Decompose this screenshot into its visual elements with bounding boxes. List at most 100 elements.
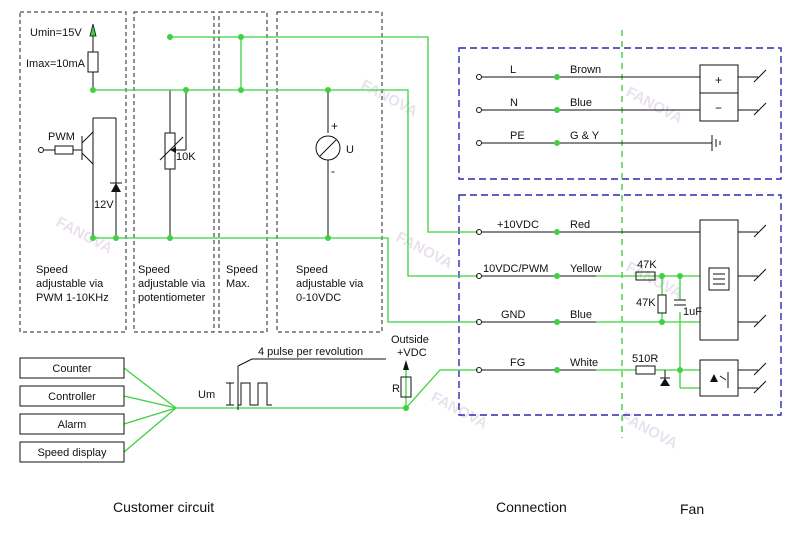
svg-text:adjustable via: adjustable via [296,278,364,290]
fan-label: Fan [680,501,704,517]
resistor-47k-a [635,271,656,281]
voltage-mode-box [276,11,383,333]
r47k-b-label: 47K [636,297,656,309]
zener-label: 12V [94,199,114,211]
base-resistor [54,145,74,155]
power-connection-box [458,47,782,180]
svg-text:adjustable via: adjustable via [36,278,104,290]
watermark: FANOVA [53,214,115,258]
cap-label: 1uF [683,306,702,318]
resistor-47k-b [657,294,667,314]
meter-u-label: U [346,144,354,156]
pwm-input-terminal [38,147,44,153]
pin-fg: FG [510,357,525,369]
device-speed-display: Speed display [37,447,107,459]
supply-arrow-icon [403,360,409,370]
svg-text:0-10VDC: 0-10VDC [296,292,341,304]
color-yellow: Yellow [570,263,601,275]
pin-pe: PE [510,130,525,142]
minus-label: − [715,101,722,115]
opto-light [719,375,727,381]
potentiometer-mode-box [133,11,215,333]
transformer-icon [708,267,730,291]
transistor-collector [81,131,94,144]
color-brown: Brown [570,64,601,76]
pulse-waveform [226,358,386,410]
transistor-emitter [81,152,94,165]
zener-diode-icon [111,183,121,192]
pot-label: 10K [176,151,196,163]
pin-n: N [510,97,518,109]
um-label: Um [198,389,215,401]
optocoupler-icon [699,359,739,397]
svg-text:Speed: Speed [226,264,258,276]
potentiometer-wiper-arrow [159,136,184,161]
device-counter: Counter [52,363,91,375]
cut-mark [753,268,767,282]
mode3-caption: Speed Max. [226,264,258,290]
color-blue: Blue [570,97,592,109]
svg-text:PWM 1-10KHz: PWM 1-10KHz [36,292,109,304]
svg-text:potentiometer: potentiometer [138,292,206,304]
device-box [19,357,125,379]
cut-mark [753,69,767,83]
control-rows [476,229,700,373]
meter-plus-label: + [331,119,338,133]
umin-label: Umin=15V [30,27,82,39]
current-limit-resistor [87,51,99,73]
green-wiring [93,36,700,453]
plus-label: + [715,73,722,87]
diode-icon [660,378,670,386]
mode1-caption: Speed adjustable via PWM 1-10KHz [36,264,109,304]
device-alarm: Alarm [58,419,87,431]
svg-text:Speed: Speed [36,264,68,276]
vdc-label: +VDC [397,347,427,359]
control-connection-box [458,194,782,416]
watermark: FANOVA [358,77,420,121]
resistor-510r [635,365,656,375]
device-box [19,441,125,463]
r510-label: 510R [632,353,658,365]
pwm-mode-box [19,11,127,333]
cut-mark [753,362,767,376]
mode2-caption: Speed adjustable via potentiometer [138,264,206,304]
pullup-resistor [400,376,412,398]
color-blue-2: Blue [570,309,592,321]
device-controller: Controller [48,391,96,403]
device-list: Counter Controller Alarm Speed display [19,357,125,463]
svg-text:Max.: Max. [226,278,250,290]
color-white: White [570,357,598,369]
pin-gnd: GND [501,309,526,321]
opto-led [710,374,718,382]
svg-text:Speed: Speed [296,264,328,276]
customer-circuit-label: Customer circuit [113,499,214,515]
power-rows [476,74,712,146]
r-label: R [392,383,400,395]
outside-label: Outside [391,334,429,346]
junction-dots [90,34,683,411]
pwm-label: PWM [48,131,75,143]
pin-pwm: 10VDC/PWM [483,263,548,275]
watermark: FANOVA [623,84,685,128]
cut-mark [753,380,767,394]
supply-arrow-icon [89,23,97,37]
imax-label: Imax=10mA [26,58,86,70]
driver-block [699,219,739,341]
device-box [19,385,125,407]
mode4-caption: Speed adjustable via 0-10VDC [296,264,364,304]
meter-minus-label: - [331,164,335,178]
cut-mark [753,314,767,328]
wiper-arrow-icon [170,147,176,153]
cut-mark [753,224,767,238]
color-red: Red [570,219,590,231]
connection-label: Connection [496,499,567,515]
device-box [19,413,125,435]
svg-text:Speed: Speed [138,264,170,276]
pulse-label: 4 pulse per revolution [258,346,363,358]
cut-mark [753,102,767,116]
pin-l: L [510,64,516,76]
max-speed-box [218,11,268,333]
watermark: FANOVA [393,229,455,273]
svg-text:adjustable via: adjustable via [138,278,206,290]
pin-10vdc: +10VDC [497,219,539,231]
